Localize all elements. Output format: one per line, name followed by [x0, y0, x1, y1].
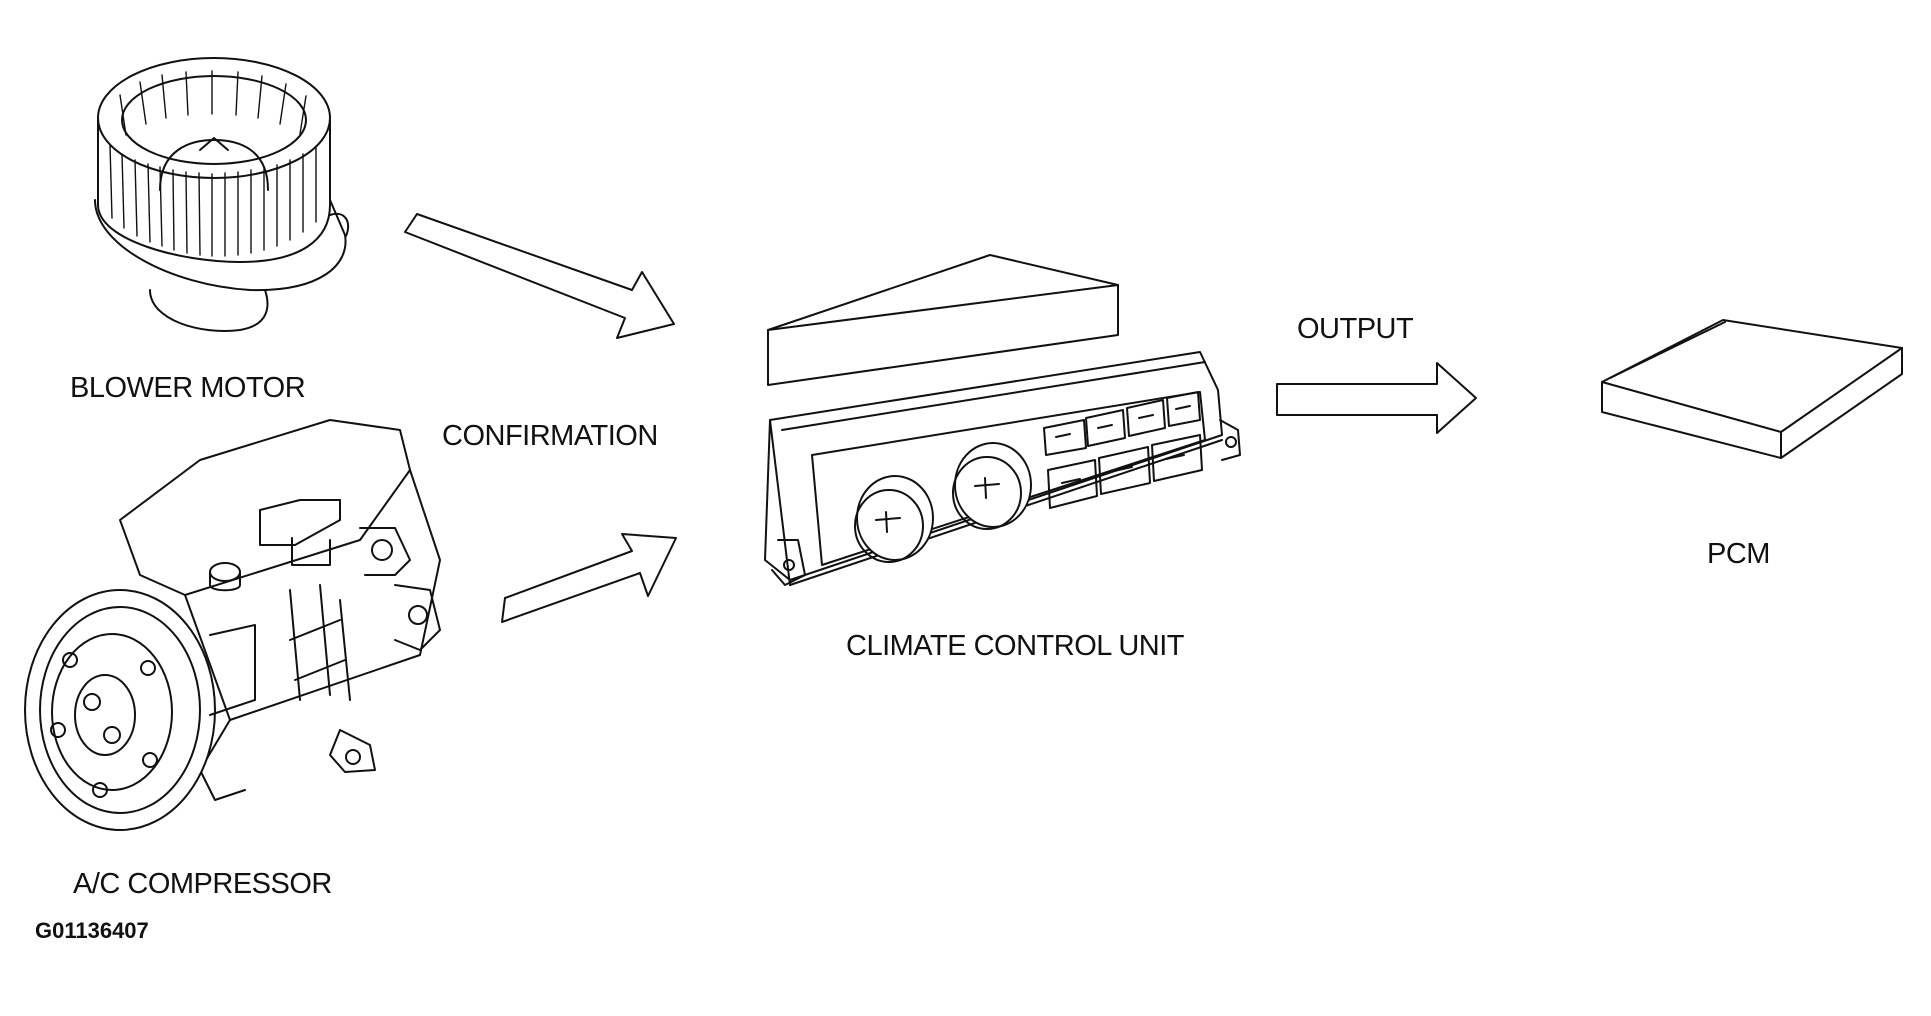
ac-compressor-illustration	[25, 420, 440, 830]
pcm-illustration	[1602, 320, 1902, 458]
figure-id: G01136407	[35, 918, 149, 943]
blower-motor-label: BLOWER MOTOR	[70, 372, 306, 404]
climate-control-unit-label: CLIMATE CONTROL UNIT	[846, 630, 1185, 662]
output-arrow	[1277, 363, 1476, 433]
blower-motor-illustration	[95, 58, 348, 331]
climate-control-unit-illustration	[765, 255, 1240, 585]
output-label: OUTPUT	[1297, 313, 1414, 345]
pcm-label: PCM	[1707, 538, 1770, 570]
ac-compressor-label: A/C COMPRESSOR	[73, 868, 332, 900]
confirmation-label: CONFIRMATION	[442, 420, 658, 452]
confirmation-arrow-upper	[405, 214, 674, 338]
confirmation-arrow-lower	[502, 534, 676, 622]
